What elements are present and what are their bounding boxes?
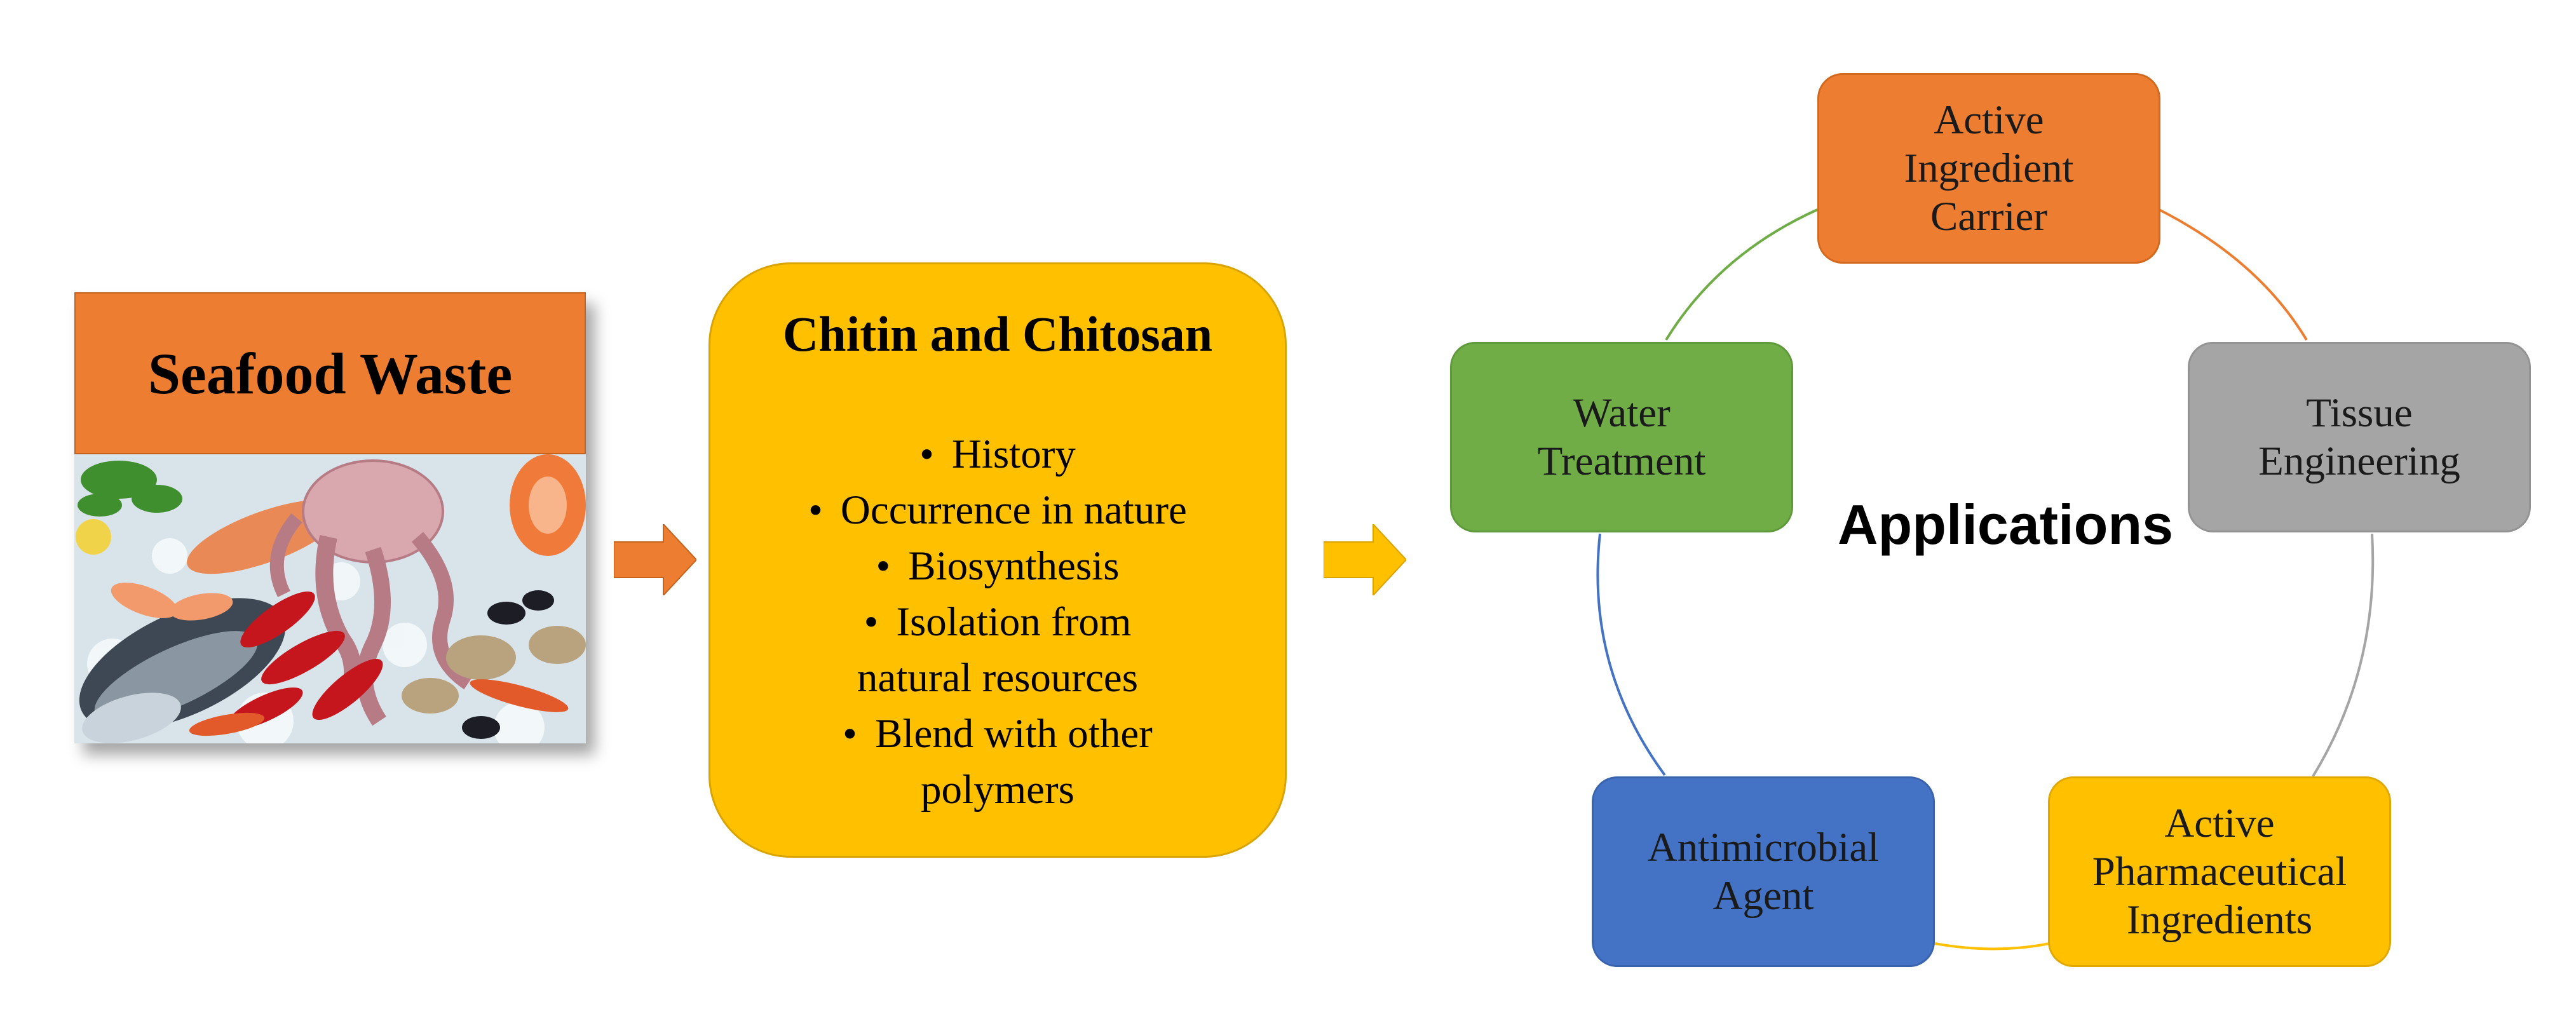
chitin-title: Chitin and Chitosan <box>782 306 1213 362</box>
connector-antimicrobial-water <box>1596 533 1666 776</box>
node-active-ingredient-carrier: Active Ingredient Carrier <box>1817 73 2160 264</box>
connector-tissue-api <box>2312 533 2375 778</box>
connector-carrier-tissue <box>2159 208 2308 341</box>
node-water-treatment: Water Treatment <box>1450 342 1793 532</box>
list-item: •Biosynthesis <box>710 538 1285 594</box>
arrow-right-icon <box>614 524 696 595</box>
node-antimicrobial-agent: Antimicrobial Agent <box>1592 776 1935 967</box>
chitin-topic-list: •History •Occurrence in nature •Biosynth… <box>710 426 1285 818</box>
node-active-pharmaceutical-ingredients: Active Pharmaceutical Ingredients <box>2048 776 2391 967</box>
seafood-waste-header: Seafood Waste <box>74 292 586 454</box>
seafood-waste-title: Seafood Waste <box>147 341 513 406</box>
chitin-chitosan-box: Chitin and Chitosan •History •Occurrence… <box>708 262 1287 858</box>
bullet-icon: • <box>843 711 857 757</box>
arrow-right-icon <box>1324 524 1406 595</box>
seafood-photo <box>74 454 586 743</box>
bullet-icon: • <box>808 487 823 533</box>
applications-label: Applications <box>1837 493 2174 556</box>
node-tissue-engineering: Tissue Engineering <box>2188 342 2531 532</box>
list-item: •Blend with other polymers <box>710 706 1285 818</box>
seafood-waste-panel: Seafood Waste <box>74 292 586 743</box>
connector-api-antimicrobial <box>1934 942 2050 950</box>
list-item: •History <box>710 426 1285 482</box>
bullet-icon: • <box>876 543 891 589</box>
list-item: •Occurrence in nature <box>710 482 1285 538</box>
list-item: •Isolation from natural resources <box>710 594 1285 706</box>
bullet-icon: • <box>919 431 934 477</box>
seafood-photo-icon <box>74 454 586 743</box>
bullet-icon: • <box>864 599 879 645</box>
connector-water-carrier <box>1665 208 1818 341</box>
